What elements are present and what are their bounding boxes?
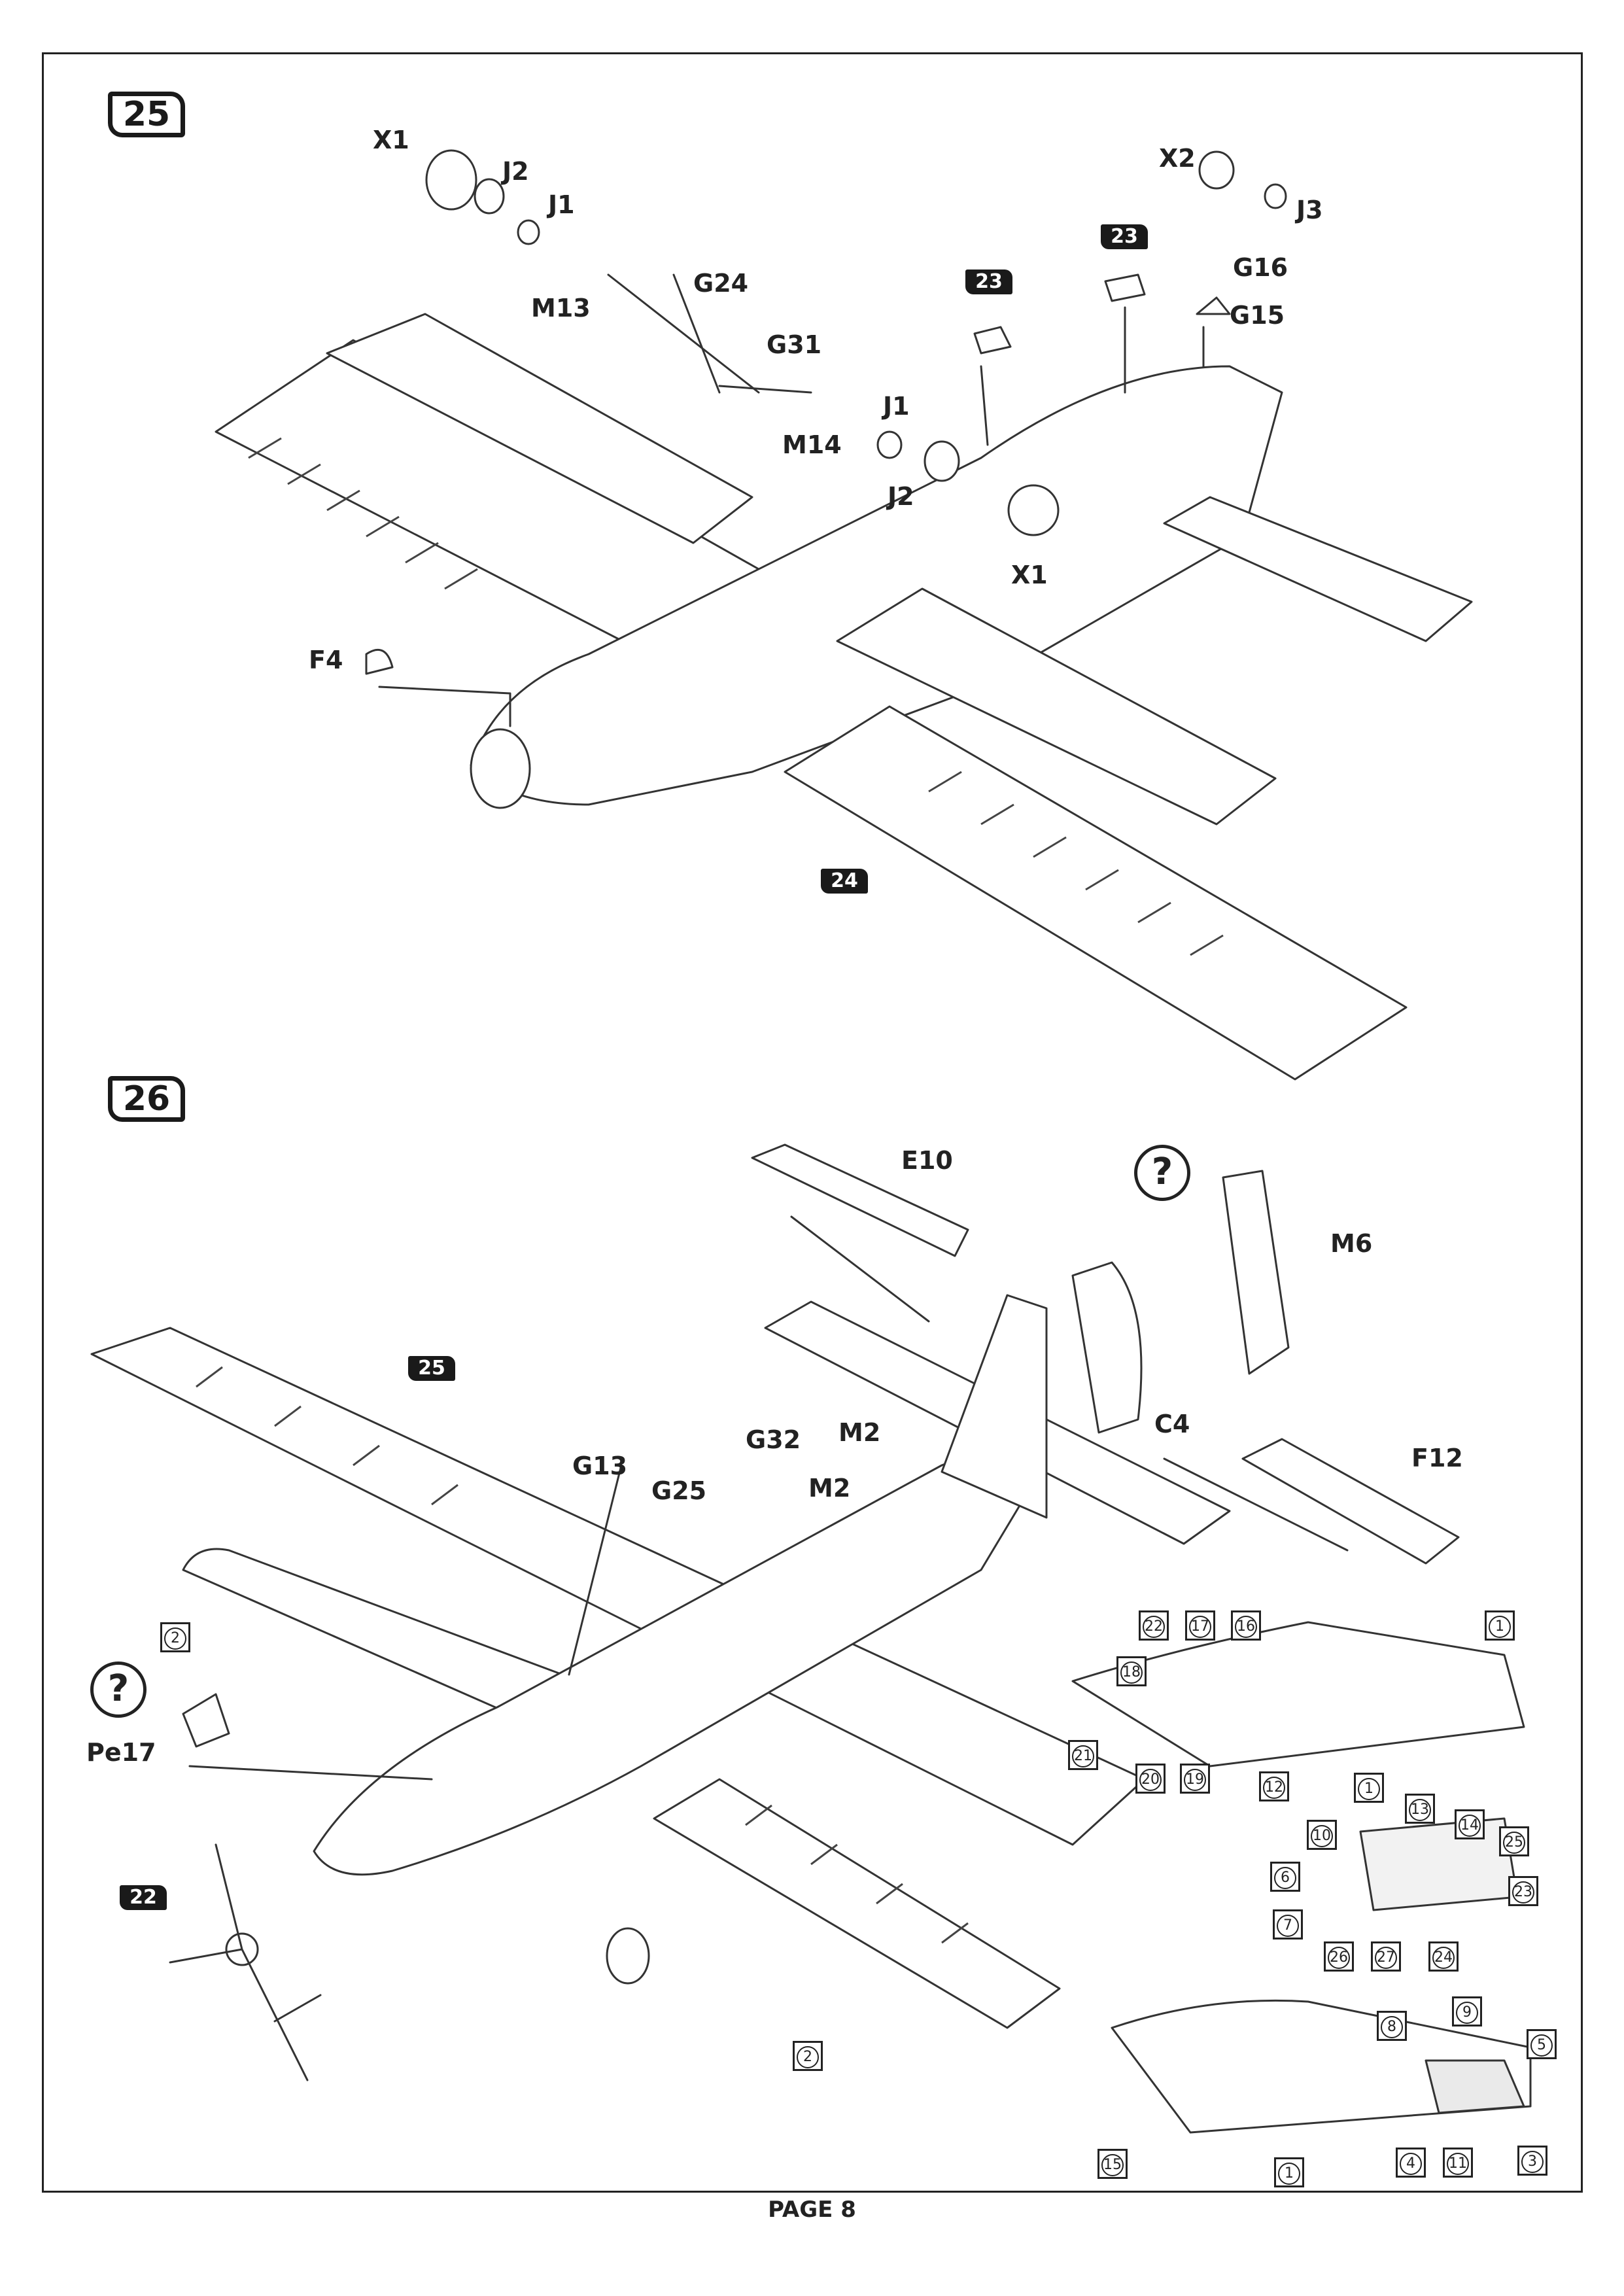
- part-label: J1: [883, 392, 910, 421]
- pe-part-tag: 5: [1527, 2029, 1557, 2059]
- pe-part-tag: 16: [1231, 1610, 1261, 1641]
- part-label: G16: [1233, 253, 1288, 282]
- part-label: G24: [693, 269, 749, 298]
- part-label: G15: [1230, 301, 1285, 330]
- pe-part-tag: 8: [1377, 2011, 1407, 2041]
- part-label: J3: [1296, 196, 1323, 224]
- page-frame: [42, 52, 1583, 2193]
- fin-26: [941, 1294, 1048, 1519]
- ref-step-badge: 24: [821, 869, 868, 894]
- pe-part-tag: 23: [1508, 1876, 1538, 1906]
- pe-part-tag: 13: [1405, 1794, 1435, 1824]
- part-label: M13: [531, 294, 591, 322]
- part-label: G13: [572, 1452, 628, 1480]
- part-label: G32: [746, 1425, 801, 1454]
- pe-part-tag: 21: [1068, 1740, 1098, 1770]
- pe-part-tag: 1: [1274, 2157, 1304, 2187]
- part-label: G31: [767, 330, 822, 359]
- pe-part-tag: 9: [1452, 1996, 1482, 2026]
- part-label: J1: [548, 190, 575, 219]
- pe-part-tag: 24: [1428, 1941, 1459, 1972]
- part-label: M2: [838, 1418, 881, 1447]
- ref-step-badge: 25: [408, 1356, 455, 1381]
- part-label: Pe17: [86, 1738, 156, 1767]
- pe-part-tag: 2: [160, 1622, 190, 1652]
- pe-part-tag: 1: [1354, 1773, 1384, 1803]
- pe-part-tag: 25: [1499, 1826, 1529, 1856]
- pe-part-tag: 22: [1139, 1610, 1169, 1641]
- tailplane-25: [1163, 496, 1473, 642]
- step-25-marker: 25: [108, 92, 185, 137]
- rudder: [1071, 1261, 1143, 1434]
- pe-part-tag: 6: [1270, 1862, 1300, 1892]
- part-label: X2: [1159, 144, 1196, 173]
- lower-wing-left-26: [182, 1548, 564, 1715]
- part-label: M14: [782, 430, 842, 459]
- part-label: E10: [901, 1146, 953, 1175]
- pe-part-tag: 17: [1185, 1610, 1215, 1641]
- pe-part-tag: 3: [1517, 2146, 1547, 2176]
- pe-part-tag: 14: [1455, 1809, 1485, 1839]
- ref-step-badge: 23: [965, 270, 1012, 294]
- cockpit-inset-lower: [1111, 1999, 1532, 2134]
- e10: [751, 1143, 969, 1257]
- pe-part-tag: 26: [1324, 1941, 1354, 1972]
- m6: [1222, 1170, 1290, 1375]
- page-number: PAGE 8: [768, 2197, 856, 2223]
- part-label: F4: [309, 646, 343, 674]
- upper-wing-right: [836, 587, 1277, 826]
- part-label: J2: [502, 157, 529, 186]
- part-label: M6: [1330, 1229, 1373, 1258]
- optional-question-icon: ?: [90, 1661, 147, 1718]
- pe-part-tag: 19: [1180, 1764, 1210, 1794]
- pe-part-tag: 1: [1485, 1610, 1515, 1641]
- pe-part-tag: 27: [1371, 1941, 1401, 1972]
- lower-wing-right-26: [653, 1778, 1061, 2029]
- cockpit-inset-upper: [1071, 1621, 1525, 1767]
- part-label: X1: [1011, 561, 1048, 589]
- pe-part-tag: 11: [1443, 2148, 1473, 2178]
- pe-part-tag: 18: [1116, 1656, 1147, 1686]
- ref-step-badge: 22: [120, 1885, 167, 1910]
- part-label: X1: [373, 126, 409, 154]
- cockpit-inset-mid: [1359, 1817, 1519, 1911]
- pe-part-tag: 10: [1307, 1820, 1337, 1850]
- step-26-marker: 26: [108, 1076, 185, 1122]
- upper-wing-left-outer: [326, 313, 753, 544]
- lower-wing-right: [784, 705, 1408, 1081]
- part-label: G25: [651, 1476, 707, 1505]
- pe-part-tag: 15: [1097, 2149, 1128, 2179]
- part-label: J2: [888, 482, 914, 511]
- fuselage-25: [470, 365, 1283, 806]
- pe-part-tag: 20: [1135, 1764, 1166, 1794]
- part-label: M2: [808, 1474, 851, 1503]
- f12: [1241, 1438, 1460, 1565]
- pe-part-tag: 7: [1273, 1909, 1303, 1939]
- pe-part-tag: 2: [793, 2041, 823, 2071]
- pe-part-tag: 4: [1396, 2148, 1426, 2178]
- pe-part-tag: 12: [1259, 1771, 1289, 1801]
- optional-question-icon: ?: [1134, 1145, 1190, 1201]
- part-label: F12: [1411, 1444, 1463, 1472]
- ref-step-badge: 23: [1101, 224, 1148, 249]
- part-label: C4: [1154, 1410, 1190, 1438]
